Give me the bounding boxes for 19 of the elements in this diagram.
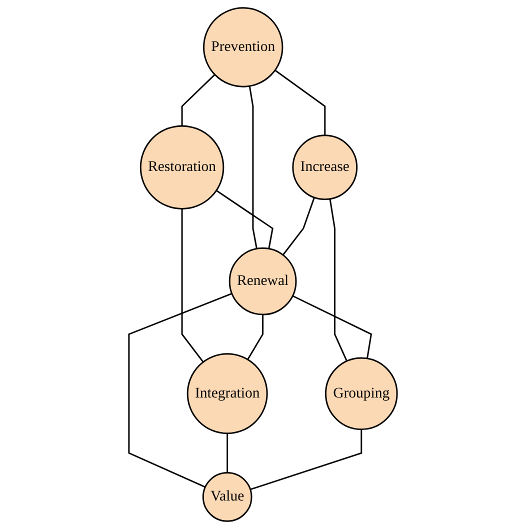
connector: [216, 190, 274, 249]
connector: [248, 86, 258, 249]
connector: [274, 70, 326, 136]
connector: [181, 74, 216, 126]
connector: [282, 197, 315, 256]
connector: [226, 433, 228, 473]
connector: [247, 314, 264, 360]
node-circle: Integration: [186, 353, 268, 434]
node-circle: Renewal: [228, 247, 297, 316]
connector: [181, 208, 204, 362]
node-circle: Restoration: [140, 125, 224, 210]
connector: [329, 198, 348, 362]
connector: [250, 429, 362, 490]
connector: [292, 295, 372, 359]
connector: [128, 292, 232, 488]
node-circle: Increase: [292, 134, 358, 200]
node-circle: Value: [202, 472, 252, 522]
node-circle: Grouping: [324, 357, 398, 430]
node-circle: Prevention: [203, 7, 284, 88]
